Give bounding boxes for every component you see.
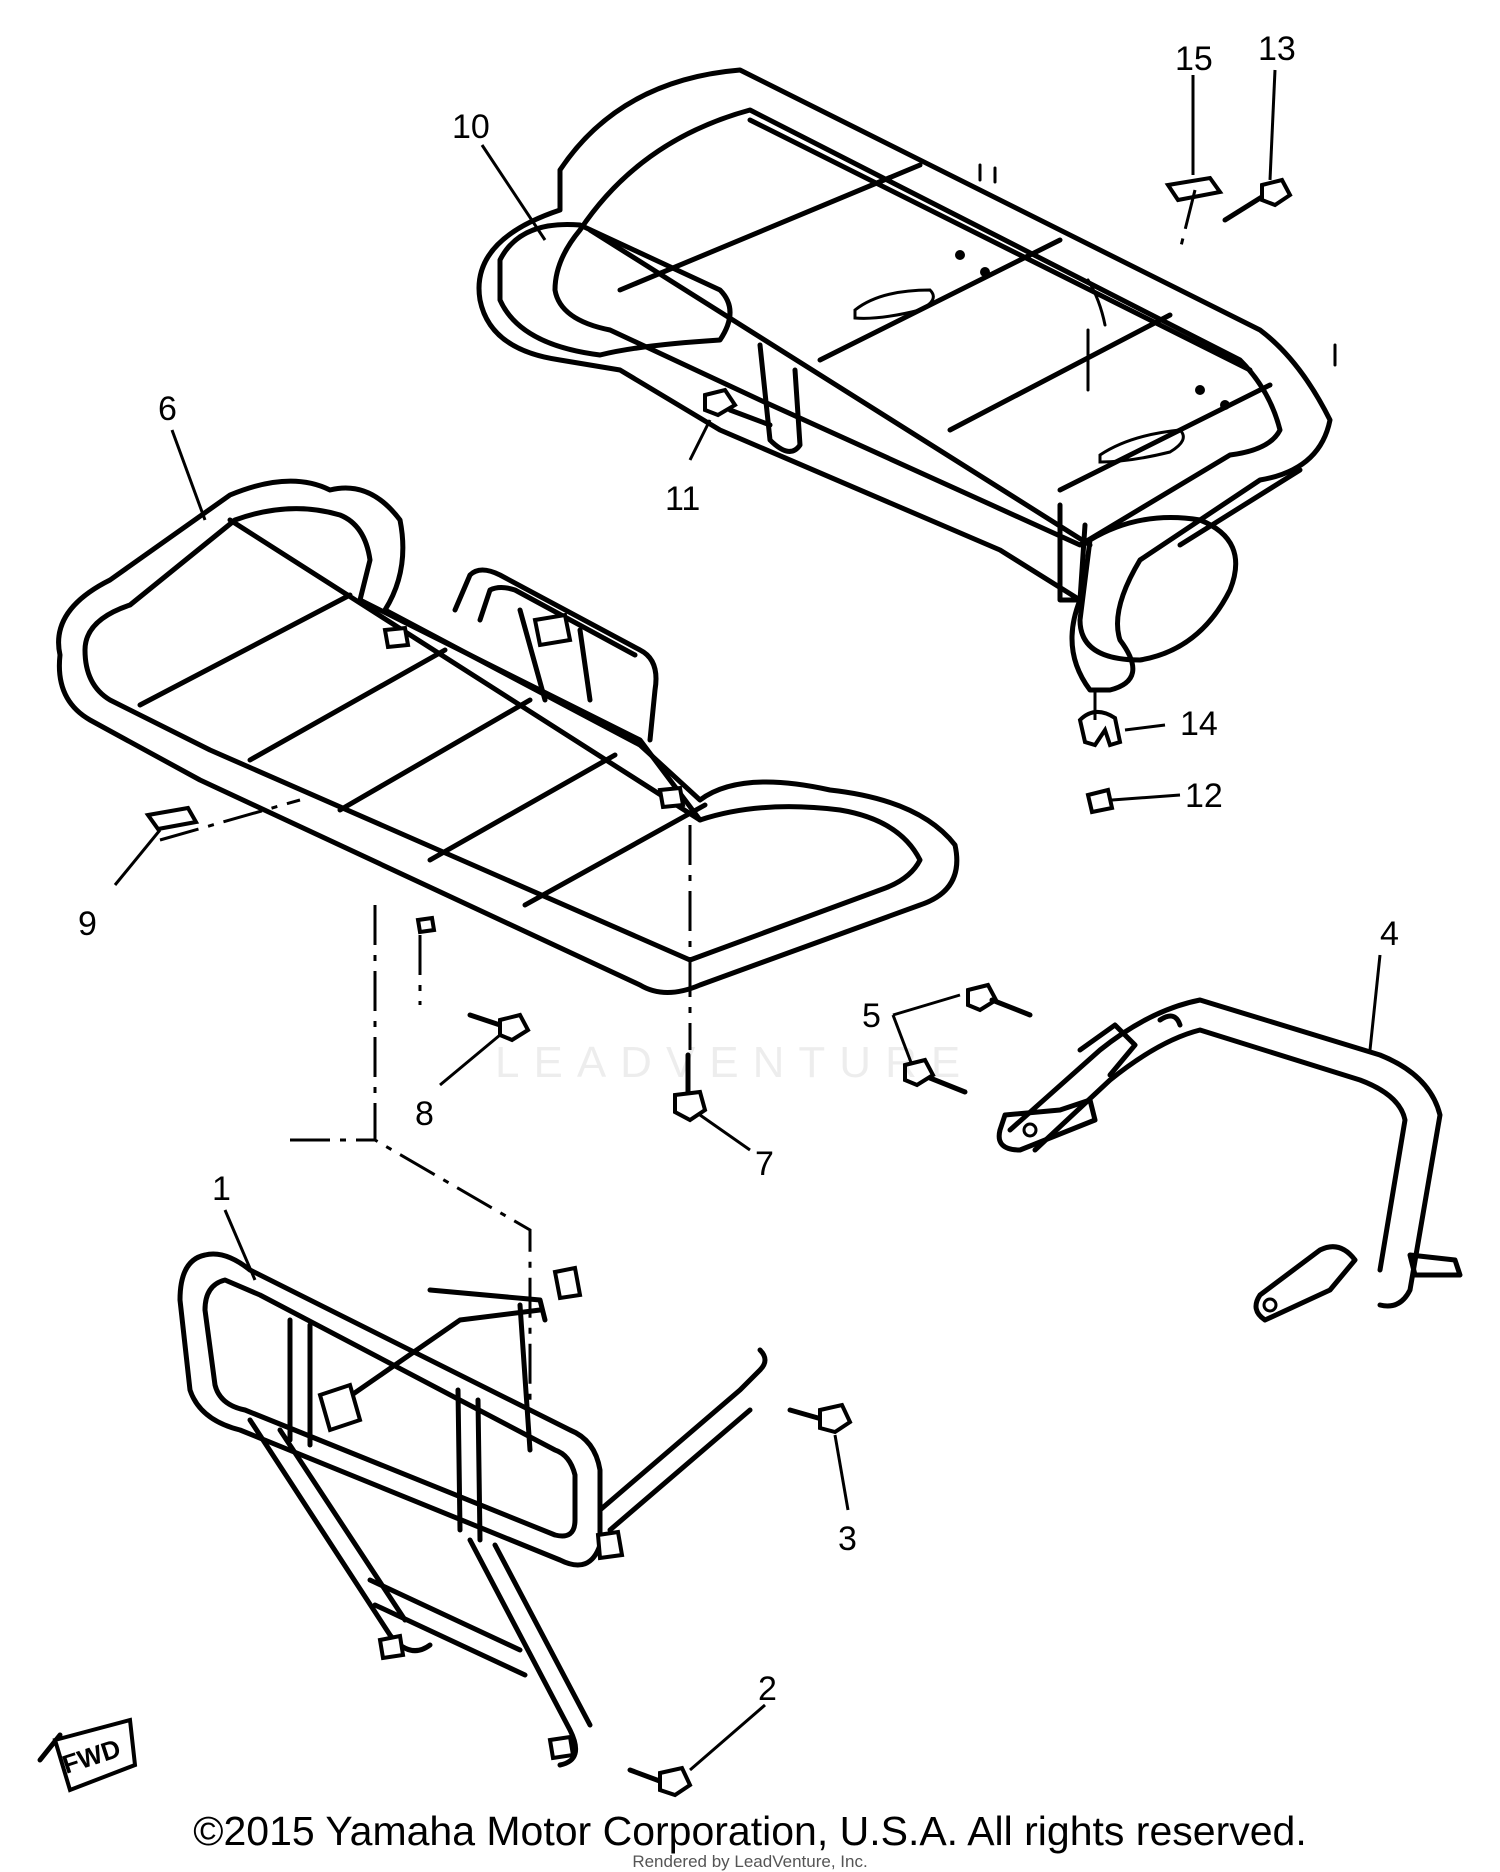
fwd-direction-badge: FWD — [37, 1717, 138, 1793]
copyright-notice: ©2015 Yamaha Motor Corporation, U.S.A. A… — [193, 1808, 1307, 1854]
callout-10: 10 — [452, 108, 490, 146]
callout-14: 14 — [1180, 705, 1218, 743]
part-3-bolt — [787, 1402, 853, 1435]
leader-lines — [113, 69, 1382, 1772]
callout-6: 6 — [158, 390, 177, 428]
callout-2: 2 — [758, 1670, 777, 1708]
front-carrier — [56, 478, 960, 995]
callout-15: 15 — [1175, 40, 1213, 78]
rear-carrier — [476, 67, 1337, 693]
part-7-bolt — [673, 1052, 708, 1123]
part-5-bolts — [903, 982, 1033, 1095]
callout-3: 3 — [838, 1520, 857, 1558]
part-13-bolt — [1222, 177, 1293, 223]
callout-numbers: 10 15 13 11 6 9 8 7 14 12 4 5 1 3 2 — [78, 30, 1399, 1708]
callout-11: 11 — [665, 480, 700, 518]
front-guard — [177, 1251, 768, 1768]
part-15-plate — [1164, 175, 1224, 203]
part-8-bolt — [467, 1012, 531, 1043]
rear-bracket — [996, 997, 1463, 1323]
part-2-bolt — [627, 1765, 693, 1798]
part-11-bolt — [703, 387, 773, 428]
rendered-by-notice: Rendered by LeadVenture, Inc. — [632, 1852, 868, 1871]
callout-9: 9 — [78, 905, 97, 943]
part-14-clip — [1077, 710, 1123, 748]
callout-4: 4 — [1380, 915, 1399, 953]
watermark: LEADVENTURE — [495, 1038, 975, 1087]
callout-1: 1 — [212, 1170, 231, 1208]
callout-12: 12 — [1185, 777, 1223, 815]
callout-8: 8 — [415, 1095, 434, 1133]
callout-7: 7 — [755, 1145, 774, 1183]
callout-13: 13 — [1258, 30, 1296, 68]
part-9-plate — [144, 805, 200, 832]
callout-5: 5 — [862, 997, 881, 1035]
part-12-cap — [1085, 787, 1115, 815]
assembly-lines — [159, 189, 1197, 1410]
